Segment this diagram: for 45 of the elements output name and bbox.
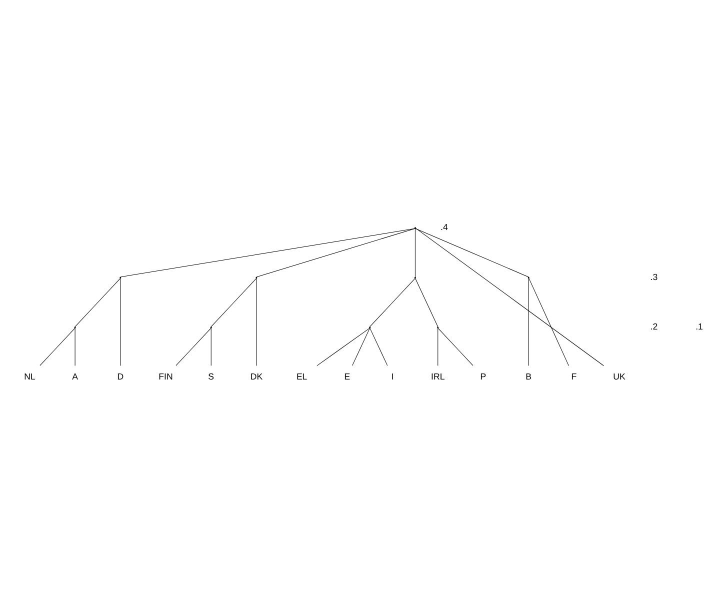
node-point <box>436 326 438 328</box>
connector <box>414 228 415 277</box>
connector <box>39 327 75 366</box>
node-text: F <box>570 370 576 381</box>
node-text: EL <box>296 370 307 381</box>
node-text: UK <box>612 370 625 381</box>
node-text: S <box>208 370 214 381</box>
node-text: IRL <box>430 370 444 381</box>
connector <box>175 327 211 366</box>
node-text: NL <box>24 370 35 381</box>
node-point <box>255 276 257 278</box>
node-text: I <box>390 370 394 381</box>
label: .2 <box>650 321 658 332</box>
node-text: FIN <box>158 370 172 381</box>
node-point <box>527 276 529 278</box>
node-point <box>119 276 121 278</box>
connector <box>352 327 370 366</box>
label: .1 <box>695 321 702 332</box>
connector <box>528 277 569 366</box>
connector <box>316 327 370 366</box>
node-text: P <box>480 370 486 381</box>
label: .3 <box>650 271 658 282</box>
node-text: D <box>116 370 124 381</box>
node-text: A <box>72 370 78 381</box>
label: .4 <box>440 222 448 232</box>
connector <box>414 228 528 277</box>
connector <box>369 278 415 326</box>
node-point <box>210 326 212 328</box>
connector <box>437 327 438 366</box>
node-text: B <box>525 370 532 381</box>
connector <box>415 228 604 366</box>
node-text: DK <box>250 370 262 381</box>
node-point <box>74 326 76 328</box>
node-point <box>368 326 370 328</box>
connector <box>210 278 256 326</box>
connector <box>74 278 120 326</box>
node-text: E <box>344 370 350 381</box>
connector <box>256 228 415 277</box>
connector <box>210 327 211 366</box>
connector <box>74 327 75 366</box>
node-point <box>414 226 416 228</box>
node-point <box>414 276 416 278</box>
connector <box>437 327 473 366</box>
connector <box>414 278 438 326</box>
connector <box>369 327 388 366</box>
